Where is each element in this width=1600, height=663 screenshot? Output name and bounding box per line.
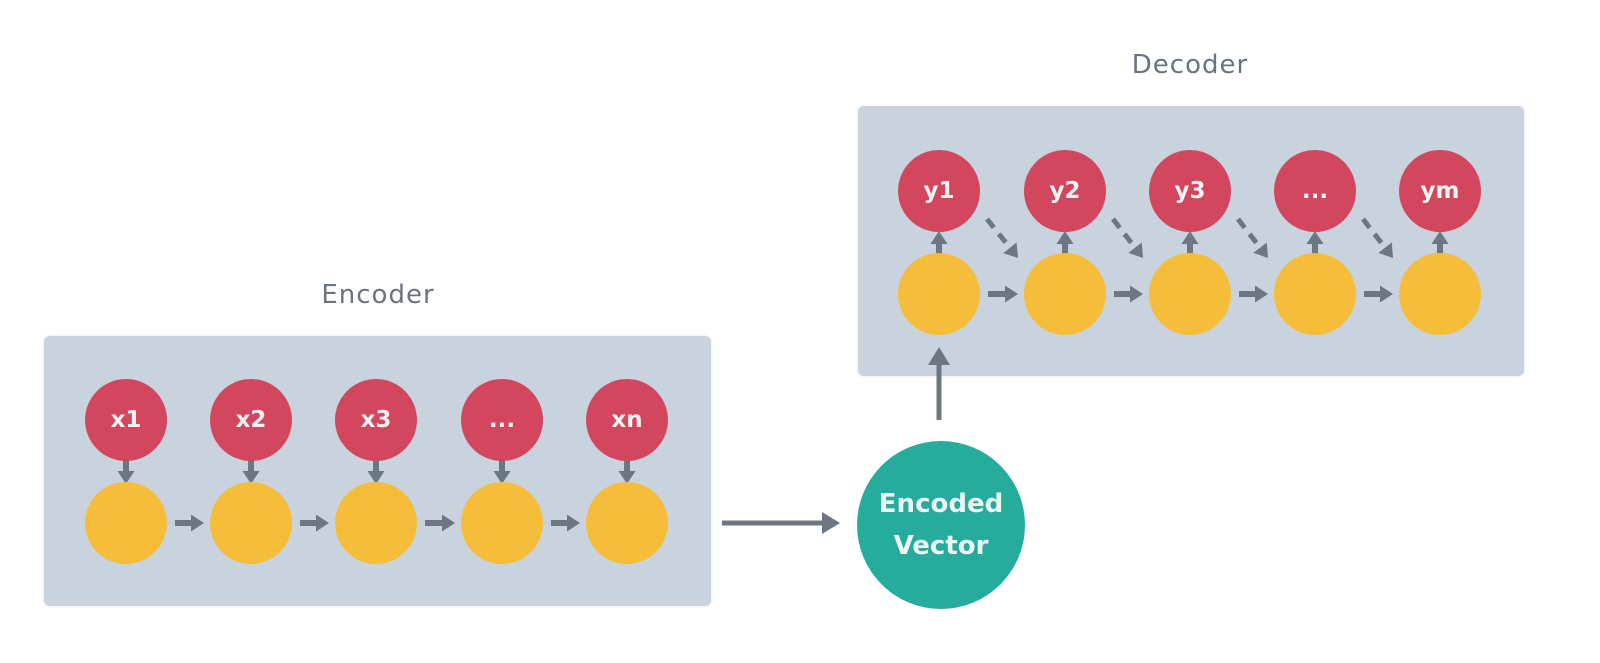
decoder-recurrent-arrow-4 xyxy=(1364,285,1393,303)
decoder-recurrent-arrow-2 xyxy=(1114,285,1143,303)
encoder-input-node-2-label: x2 xyxy=(235,407,267,433)
decoder-hidden-node-5 xyxy=(1399,253,1481,335)
encoder-input-node-1-label: x1 xyxy=(110,407,142,433)
encoder-title: Encoder xyxy=(321,280,435,310)
encoder-input-node-1: x1 xyxy=(85,379,167,461)
encoder-hidden-node-2 xyxy=(210,482,292,564)
decoder-output-arrow-1 xyxy=(930,231,948,254)
decoder-output-node-5: ym xyxy=(1399,150,1481,232)
decoder-hidden-node-4 xyxy=(1274,253,1356,335)
decoder-output-arrow-4 xyxy=(1306,231,1324,254)
decoder-output-node-2-label: y2 xyxy=(1049,178,1081,204)
decoder-output-node-1: y1 xyxy=(898,150,980,232)
encoder-to-vector-arrow xyxy=(722,512,840,534)
encoder-input-arrow-1 xyxy=(117,459,135,484)
encoder-input-node-5-label: xn xyxy=(611,407,643,433)
encoder-input-node-4-label: ... xyxy=(488,407,516,433)
decoder-feedback-arrow-3 xyxy=(1236,217,1268,258)
encoder-input-arrow-5 xyxy=(618,459,636,484)
encoder-recurrent-arrow-3 xyxy=(425,514,455,532)
encoder-recurrent-arrow-4 xyxy=(551,514,580,532)
decoder-output-node-4-label: ... xyxy=(1301,178,1329,204)
decoder-output-node-1-label: y1 xyxy=(923,178,955,204)
decoder-feedback-arrow-1 xyxy=(985,217,1018,258)
decoder-output-arrow-5 xyxy=(1431,231,1449,254)
encoder-recurrent-arrow-1 xyxy=(175,514,204,532)
decoder-title: Decoder xyxy=(1131,50,1249,80)
encoder-hidden-node-3 xyxy=(335,482,417,564)
decoder-output-node-4: ... xyxy=(1274,150,1356,232)
encoded-vector-label-line1: Encoded xyxy=(878,489,1004,519)
encoder-hidden-node-5 xyxy=(586,482,668,564)
decoder-output-arrow-3 xyxy=(1181,231,1199,254)
decoder-recurrent-arrow-3 xyxy=(1239,285,1268,303)
decoder-output-node-5-label: ym xyxy=(1420,178,1460,204)
decoder-feedback-arrow-4 xyxy=(1361,217,1393,258)
encoder-recurrent-arrow-2 xyxy=(300,514,329,532)
decoder-hidden-node-1 xyxy=(898,253,980,335)
decoder-output-node-3-label: y3 xyxy=(1174,178,1206,204)
decoder-output-arrow-2 xyxy=(1056,231,1074,254)
encoded-vector-label-line2: Vector xyxy=(893,531,989,561)
encoder-input-arrow-2 xyxy=(242,459,260,484)
encoder-input-node-4: ... xyxy=(461,379,543,461)
vector-to-decoder-arrow xyxy=(928,347,950,420)
decoder-hidden-node-2 xyxy=(1024,253,1106,335)
encoder-input-arrow-3 xyxy=(367,459,385,484)
encoder-input-node-5: xn xyxy=(586,379,668,461)
encoder-hidden-node-1 xyxy=(85,482,167,564)
encoder-input-node-3: x3 xyxy=(335,379,417,461)
decoder-output-node-3: y3 xyxy=(1149,150,1231,232)
encoder-input-arrow-4 xyxy=(493,459,511,484)
decoder-recurrent-arrow-1 xyxy=(988,285,1018,303)
encoder-input-node-3-label: x3 xyxy=(360,407,392,433)
decoder-feedback-arrow-2 xyxy=(1111,217,1143,258)
encoder-input-node-2: x2 xyxy=(210,379,292,461)
encoder-hidden-node-4 xyxy=(461,482,543,564)
decoder-hidden-node-3 xyxy=(1149,253,1231,335)
encoded-vector-node: Encoded Vector xyxy=(857,441,1025,609)
decoder-output-node-2: y2 xyxy=(1024,150,1106,232)
